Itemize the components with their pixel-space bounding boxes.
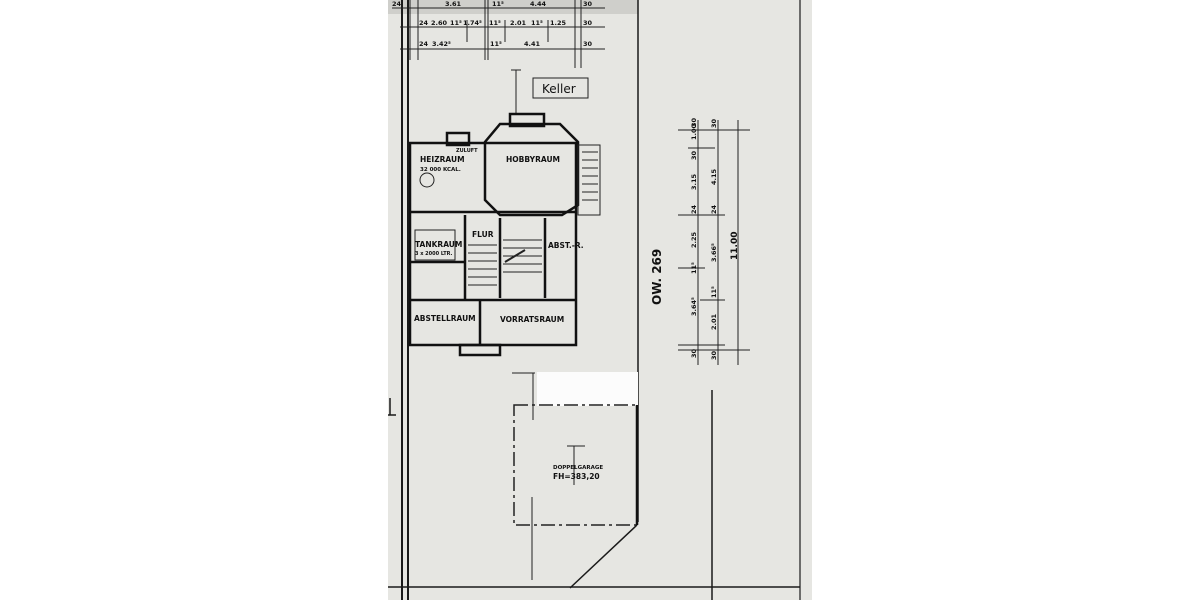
room-note: 32 000 KCAL. (420, 167, 461, 173)
dim-label: 2.60 (431, 19, 448, 27)
dim-label: 11⁵ (489, 19, 501, 27)
room-label-flur: FLUR (472, 230, 494, 239)
dim-label: 30 (690, 150, 698, 160)
dim-label: 2.25 (690, 231, 698, 248)
room-label-abstellraum: ABSTELLRAUM (414, 314, 476, 323)
dim-label: 30 (710, 118, 718, 128)
dim-label: 24 (419, 19, 429, 27)
dimension-chain-right (678, 120, 750, 365)
dim-label: 11⁵ (690, 262, 698, 274)
room-note: 3 x 2000 LTR. (415, 251, 453, 257)
dim-label: 2.01 (710, 313, 718, 330)
room-label-hobbyraum: HOBBYRAUM (506, 155, 560, 164)
dim-label: 3.61 (445, 0, 462, 8)
building-walls (408, 112, 601, 357)
dim-label: 3.66⁵ (710, 243, 718, 262)
room-label-vorratsraum: VORRATSRAUM (500, 315, 564, 324)
dim-label: 24 (690, 204, 698, 214)
room-label-tankraum: TANKRAUM (415, 240, 462, 249)
dim-label: 4.41 (524, 40, 541, 48)
dim-label: 1.00 (690, 123, 698, 140)
paper-patch (537, 372, 638, 406)
dim-label: 3.42⁵ (432, 40, 451, 48)
dim-label: 4.44 (530, 0, 547, 8)
dim-label: 11⁵ (490, 40, 502, 48)
room-label-heizraum: HEIZRAUM (420, 155, 465, 164)
dim-label: 1.25 (550, 19, 567, 27)
scan-shadow (388, 0, 638, 14)
stairs (419, 151, 598, 286)
dim-label: 30 (583, 0, 593, 8)
dim-label: 30 (583, 40, 593, 48)
garage (512, 372, 639, 589)
street-label: OW. 269 (650, 249, 664, 305)
dim-label: 3.15 (690, 173, 698, 190)
dim-label: 11⁵ (710, 286, 718, 298)
dim-label: 1.74⁵ (463, 19, 482, 27)
dim-label: 4.15 (710, 168, 718, 185)
dimension-labels-right: 1.00 30 3.15 24 2.25 11⁵ 3.64⁵ 30 30 30 … (690, 117, 740, 360)
dim-label-overall: 11.00 (730, 232, 740, 260)
dim-label: 2.01 (510, 19, 527, 27)
room-note: ZULUFT (456, 148, 478, 154)
dim-label: 30 (583, 19, 593, 27)
dim-label: 30 (690, 117, 698, 127)
dim-label: 30 (690, 348, 698, 358)
dim-label: 11⁵ (492, 0, 504, 8)
room-label-garage: DOPPELGARAGE (553, 465, 603, 471)
plan-title: Keller (542, 82, 576, 96)
dim-label: 11⁵ (450, 19, 462, 27)
dim-label: 24 (419, 40, 429, 48)
dim-label: 24 (710, 204, 718, 214)
dimension-chain-top: 24 3.61 11⁵ 4.44 30 24 2.60 11⁵ 1.74⁵ 11… (392, 0, 605, 68)
garage-floor-level: FH=383,20 (553, 472, 600, 481)
dim-label: 30 (710, 350, 718, 360)
dim-label: 11⁵ (531, 19, 543, 27)
dim-label: 24 (392, 0, 402, 8)
dim-label: 3.64⁵ (690, 297, 698, 316)
room-label-abst-r: ABST.-R. (548, 241, 584, 250)
site-lines (388, 0, 801, 600)
title-box (532, 77, 589, 99)
